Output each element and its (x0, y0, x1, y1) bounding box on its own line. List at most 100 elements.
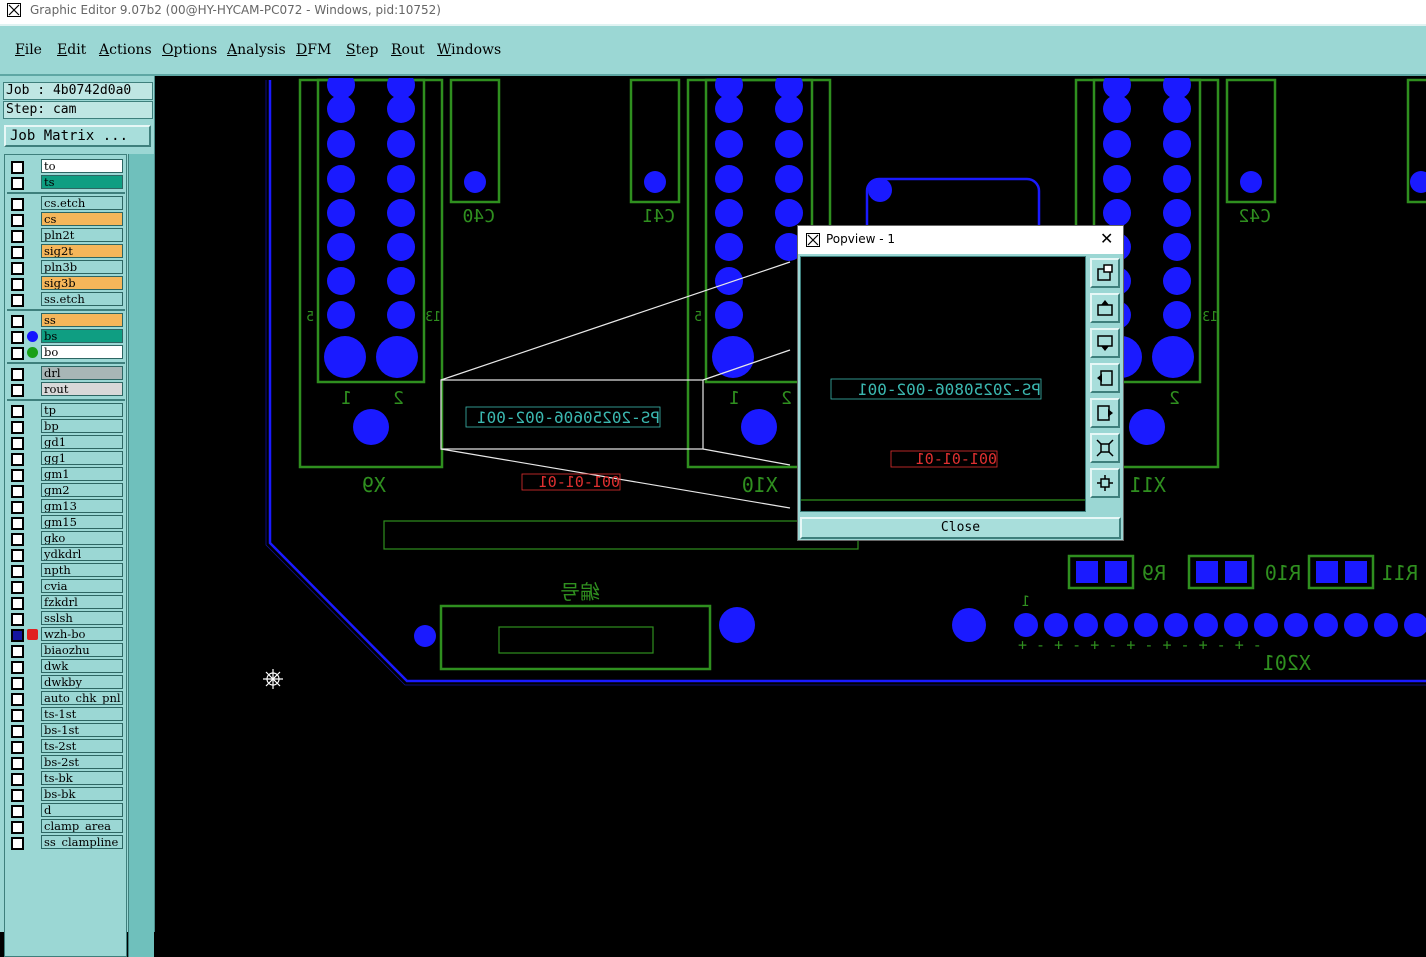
layer-checkbox[interactable] (11, 347, 24, 360)
job-matrix-button[interactable]: Job Matrix ... (4, 125, 151, 147)
layer-row-bs-1st[interactable]: bs-1st (5, 723, 127, 738)
layer-checkbox[interactable] (11, 693, 24, 706)
layer-row-gg1[interactable]: gg1 (5, 451, 127, 466)
menu-options[interactable]: Options (162, 42, 218, 58)
layer-row-to[interactable]: to (5, 159, 127, 174)
layer-checkbox[interactable] (11, 278, 24, 291)
layer-checkbox[interactable] (11, 725, 24, 738)
layer-row-gm1[interactable]: gm1 (5, 467, 127, 482)
layer-row-auto-chk-pnl[interactable]: auto_chk_pnl (5, 691, 127, 706)
layer-row-ts-1st[interactable]: ts-1st (5, 707, 127, 722)
menu-dfm[interactable]: DFM (296, 42, 332, 58)
layer-row-bs-bk[interactable]: bs-bk (5, 787, 127, 802)
layer-row-d[interactable]: d (5, 803, 127, 818)
layer-row-gko[interactable]: gko (5, 531, 127, 546)
layer-row-ts-bk[interactable]: ts-bk (5, 771, 127, 786)
menu-file[interactable]: File (15, 42, 42, 58)
layer-checkbox[interactable] (11, 469, 24, 482)
layer-row-gm15[interactable]: gm15 (5, 515, 127, 530)
popview-pan-up-button[interactable] (1090, 293, 1120, 323)
layer-row-sig3b[interactable]: sig3b (5, 276, 127, 291)
menu-step[interactable]: Step (346, 42, 379, 58)
layer-row-cs[interactable]: cs (5, 212, 127, 227)
layer-row-rout[interactable]: rout (5, 382, 127, 397)
layer-checkbox[interactable] (11, 821, 24, 834)
menu-windows[interactable]: Windows (437, 42, 502, 58)
layer-row-bs[interactable]: bs (5, 329, 127, 344)
layer-checkbox[interactable] (11, 565, 24, 578)
layer-row-pln3b[interactable]: pln3b (5, 260, 127, 275)
popview-canvas[interactable]: PS-20250806-002-001 001-01-01 (800, 256, 1086, 512)
layer-checkbox[interactable] (11, 773, 24, 786)
layer-row-npth[interactable]: npth (5, 563, 127, 578)
popview-zoom-out-button[interactable] (1090, 468, 1120, 498)
layer-row-tp[interactable]: tp (5, 403, 127, 418)
layer-checkbox[interactable] (11, 262, 24, 275)
layer-checkbox[interactable] (11, 613, 24, 626)
popview-pan-down-button[interactable] (1090, 328, 1120, 358)
layer-row-cs-etch[interactable]: cs.etch (5, 196, 127, 211)
layer-checkbox[interactable] (11, 315, 24, 328)
layer-row-bo[interactable]: bo (5, 345, 127, 360)
layer-checkbox[interactable] (11, 161, 24, 174)
popview-zoom-in-button[interactable] (1090, 433, 1120, 463)
layer-checkbox[interactable] (11, 661, 24, 674)
menu-rout[interactable]: Rout (391, 42, 425, 58)
layer-checkbox[interactable] (11, 384, 24, 397)
layer-checkbox[interactable] (11, 230, 24, 243)
layer-row-drl[interactable]: drl (5, 366, 127, 381)
layer-checkbox[interactable] (11, 549, 24, 562)
layer-row-ts[interactable]: ts (5, 175, 127, 190)
layer-checkbox[interactable] (11, 629, 24, 642)
layer-checkbox[interactable] (11, 757, 24, 770)
layer-row-clamp-area[interactable]: clamp_area (5, 819, 127, 834)
layer-checkbox[interactable] (11, 453, 24, 466)
layer-row-gm13[interactable]: gm13 (5, 499, 127, 514)
layer-row-dwkby[interactable]: dwkby (5, 675, 127, 690)
layer-row-fzkdrl[interactable]: fzkdrl (5, 595, 127, 610)
layer-checkbox[interactable] (11, 331, 24, 344)
layer-row-ss-clampline[interactable]: ss_clampline (5, 835, 127, 850)
layer-row-pln2t[interactable]: pln2t (5, 228, 127, 243)
layer-row-sig2t[interactable]: sig2t (5, 244, 127, 259)
layer-checkbox[interactable] (11, 485, 24, 498)
popview-pan-right-button[interactable] (1090, 398, 1120, 428)
popview-titlebar[interactable]: Popview - 1 ✕ (798, 226, 1123, 254)
menu-actions[interactable]: Actions (99, 42, 152, 58)
layer-row-bp[interactable]: bp (5, 419, 127, 434)
layer-checkbox[interactable] (11, 837, 24, 850)
layer-row-cvia[interactable]: cvia (5, 579, 127, 594)
layer-checkbox[interactable] (11, 645, 24, 658)
layer-row-ss[interactable]: ss (5, 313, 127, 328)
layer-row-dwk[interactable]: dwk (5, 659, 127, 674)
menu-edit[interactable]: Edit (57, 42, 87, 58)
layer-checkbox[interactable] (11, 677, 24, 690)
close-icon[interactable]: ✕ (1100, 229, 1114, 248)
layer-row-ts-2st[interactable]: ts-2st (5, 739, 127, 754)
layer-checkbox[interactable] (11, 805, 24, 818)
layer-row-wzh-bo[interactable]: wzh-bo (5, 627, 127, 642)
popview-close-button[interactable]: Close (800, 517, 1121, 539)
popview-zoom-fit-button[interactable] (1090, 258, 1120, 288)
layer-row-gm2[interactable]: gm2 (5, 483, 127, 498)
layer-checkbox[interactable] (11, 437, 24, 450)
layer-row-gd1[interactable]: gd1 (5, 435, 127, 450)
layer-checkbox[interactable] (11, 177, 24, 190)
layer-checkbox[interactable] (11, 533, 24, 546)
layer-row-ydkdrl[interactable]: ydkdrl (5, 547, 127, 562)
layer-checkbox[interactable] (11, 581, 24, 594)
layer-row-biaozhu[interactable]: biaozhu (5, 643, 127, 658)
layer-row-bs-2st[interactable]: bs-2st (5, 755, 127, 770)
layer-checkbox[interactable] (11, 789, 24, 802)
graphic-canvas[interactable]: X9 X10 X11 X201 C40 C41 C42 R9 R10 R11 1… (155, 78, 1426, 932)
layer-checkbox[interactable] (11, 246, 24, 259)
layer-checkbox[interactable] (11, 198, 24, 211)
layer-list-scrollbar[interactable] (128, 154, 154, 957)
layer-checkbox[interactable] (11, 709, 24, 722)
layer-checkbox[interactable] (11, 368, 24, 381)
layer-checkbox[interactable] (11, 214, 24, 227)
layer-checkbox[interactable] (11, 597, 24, 610)
popview-pan-left-button[interactable] (1090, 363, 1120, 393)
layer-checkbox[interactable] (11, 405, 24, 418)
menu-analysis[interactable]: Analysis (227, 42, 286, 58)
